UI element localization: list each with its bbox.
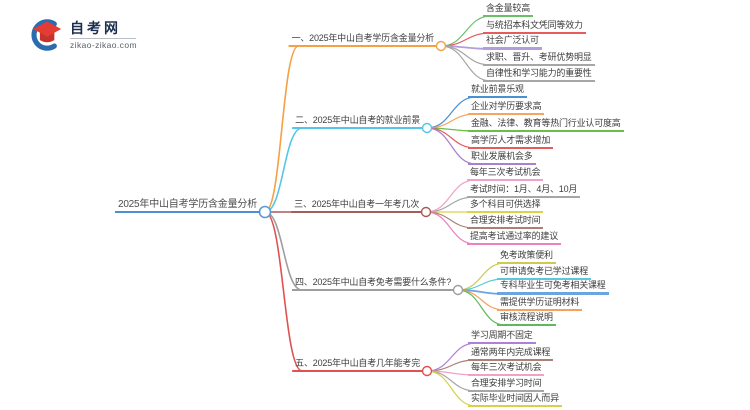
leaf-node[interactable]: 含金量较高 (483, 3, 534, 17)
site-url: zikao-zikao.com (70, 40, 137, 50)
branch-node[interactable]: 一、2025年中山自考学历含金量分析 (288, 33, 437, 47)
leaf-node[interactable]: 专科毕业生可免考相关课程 (497, 280, 609, 295)
leaf-node[interactable]: 可申请免考已学过课程 (497, 266, 592, 280)
leaf-node[interactable]: 社会广泛认可 (483, 35, 542, 50)
branch-node[interactable]: 二、2025年中山自考的就业前景 (292, 115, 423, 129)
leaf-node[interactable]: 合理安排学习时间 (468, 378, 545, 392)
leaf-node[interactable]: 每年三次考试机会 (468, 362, 545, 376)
leaf-node[interactable]: 审核流程说明 (497, 312, 556, 326)
branch-node[interactable]: 三、2025年中山自考一年考几次 (291, 199, 422, 213)
logo-divider (70, 38, 136, 39)
graduation-cap-icon (31, 19, 62, 51)
leaf-node[interactable]: 企业对学历要求高 (468, 101, 545, 115)
leaf-node[interactable]: 学习周期不固定 (468, 330, 536, 344)
leaf-node[interactable]: 每年三次考试机会 (467, 167, 544, 181)
leaf-node[interactable]: 职业发展机会多 (468, 151, 536, 165)
leaf-node[interactable]: 多个科目可供选择 (467, 199, 544, 213)
branch-node[interactable]: 五、2025年中山自考几年能考完 (292, 358, 423, 372)
leaf-node[interactable]: 提高考试通过率的建议 (467, 231, 562, 245)
leaf-node[interactable]: 金融、法律、教育等热门行业认可度高 (468, 118, 624, 132)
site-name: 自考网 (70, 20, 121, 36)
leaf-node[interactable]: 考试时间：1月、4月、10月 (467, 184, 581, 198)
branch-node[interactable]: 四、2025年中山自考免考需要什么条件? (291, 277, 454, 291)
root-node[interactable]: 2025年中山自考学历含金量分析 (114, 199, 260, 213)
leaf-node[interactable]: 与统招本科文凭同等效力 (483, 20, 586, 34)
leaf-node[interactable]: 求职、晋升、考研优势明显 (483, 52, 595, 66)
leaf-node[interactable]: 免考政策便利 (497, 250, 556, 264)
site-logo[interactable]: 自考网 zikao-zikao.com (28, 18, 137, 52)
leaf-node[interactable]: 需提供学历证明材料 (497, 297, 583, 311)
leaf-node[interactable]: 就业前景乐观 (468, 84, 527, 98)
leaf-node[interactable]: 实际毕业时间因人而异 (468, 393, 563, 407)
leaf-node[interactable]: 通常两年内完成课程 (468, 347, 554, 361)
leaf-node[interactable]: 自律性和学习能力的重要性 (483, 68, 595, 82)
leaf-node[interactable]: 高学历人才需求增加 (468, 135, 554, 149)
leaf-node[interactable]: 合理安排考试时间 (467, 215, 544, 229)
